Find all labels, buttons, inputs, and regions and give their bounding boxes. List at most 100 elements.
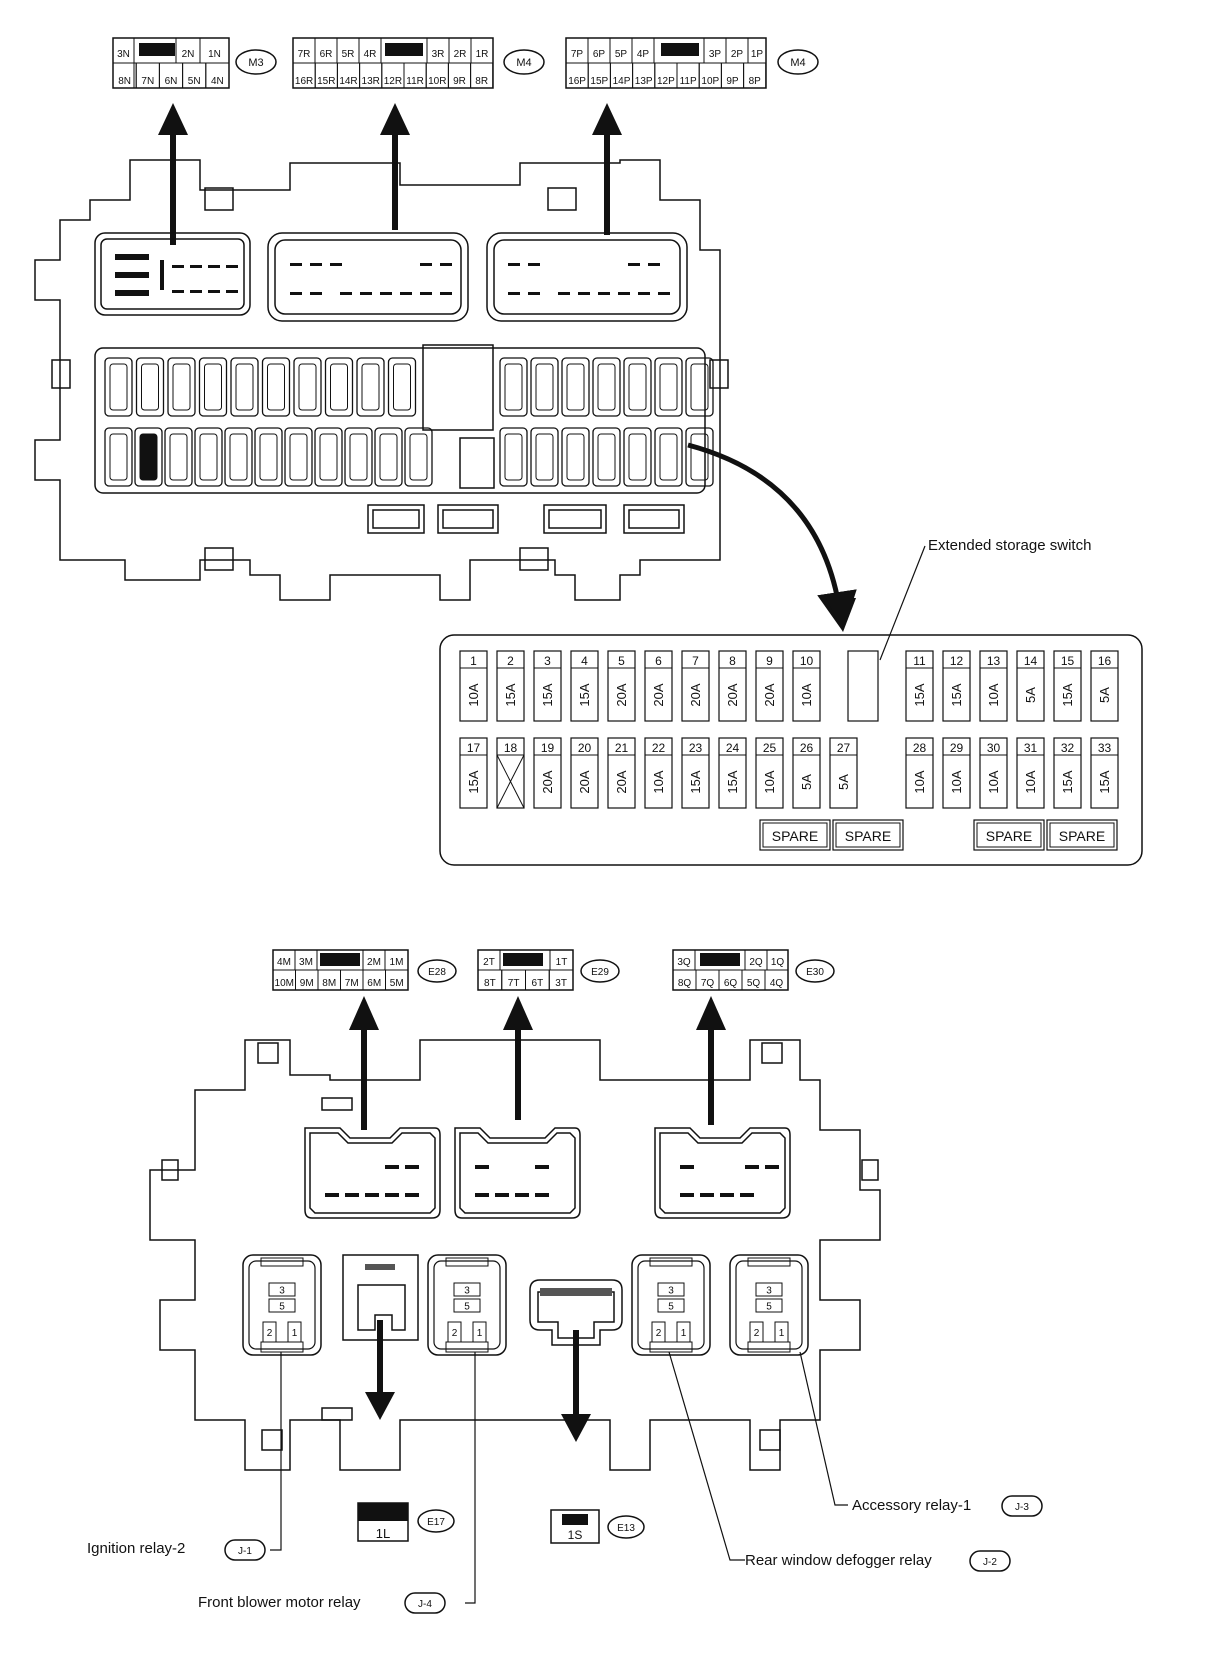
fuse-number: 33 [1098,741,1112,755]
pin-label: 9M [300,978,314,989]
pin-label: 9P [726,76,739,87]
fuse-number: 1 [470,654,477,668]
fuse-number: 16 [1098,654,1112,668]
pin-label: 11P [680,76,697,87]
pin-label: 5M [390,978,404,989]
fuse-amperage: 10A [651,770,666,793]
pin-label: 11R [406,76,424,87]
connector-id: M4 [516,57,531,69]
pin-label: 8M [322,978,336,989]
connector-pin-slots [115,254,670,296]
relay-label-front-blower: Front blower motor relay J-4 [198,1592,446,1614]
fuse-slots-top [104,357,714,487]
spare-label: SPARE [986,828,1032,844]
fuse-slot [344,427,373,487]
fuse-slot [224,427,253,487]
connector-id: E28 [428,967,446,978]
spare-label: SPARE [772,828,818,844]
arrows-top [158,103,622,245]
fuse-amperage: 20A [614,770,629,793]
fuse-number: 27 [837,741,851,755]
fuse-number: 30 [987,741,1001,755]
terminal-label: 1L [376,1526,390,1541]
relay-pin: 3 [464,1286,470,1297]
relay-code: J-3 [1015,1502,1029,1513]
fuse-number: 21 [615,741,629,755]
arrows-bottom [349,996,726,1130]
fuse-slot [623,357,652,417]
pin-slot [558,292,570,295]
pin-label: 4R [364,49,377,60]
fuse-number: 10 [800,654,814,668]
pin-slot [380,292,392,295]
pin-label: 5Q [747,978,761,989]
fuse-number: 3 [544,654,551,668]
relay-code: J-1 [238,1546,252,1557]
fuse-number: 31 [1024,741,1038,755]
fuse-slot [104,427,133,487]
pin-slot [115,272,149,278]
pin-label: 6N [165,76,178,87]
pin-label: 7P [571,49,584,60]
pin-label: 7N [141,76,154,87]
relay-pin: 2 [656,1328,662,1339]
fuse-number: 8 [729,654,736,668]
fuse-amperage: 20A [540,770,555,793]
pin-label: 3M [299,957,313,968]
fuse-amperage: 10A [762,770,777,793]
pin-slot [340,292,352,295]
connector-id: M4 [790,57,805,69]
pin-label: 12P [657,76,675,87]
fuse-number: 32 [1061,741,1075,755]
fuse-slot [374,427,403,487]
fuse-amperage: 15A [912,683,927,706]
fuse-slot [561,427,590,487]
fuse-amperage: 15A [503,683,518,706]
pin-slot [360,292,372,295]
fuse-number: 20 [578,741,592,755]
fuse-number: 25 [763,741,777,755]
pin-label: 4N [211,76,224,87]
relay-name: Ignition relay-2 [87,1540,185,1557]
terminal-label: 1S [568,1528,583,1542]
pin-slot [528,263,540,266]
pin-slot [190,265,202,268]
pin-slot [680,1193,694,1197]
pin-slot [495,1193,509,1197]
pin-label: 7R [298,49,311,60]
relay-pin: 3 [766,1286,772,1297]
fuse-slot [592,357,621,417]
fuse-amperage: 15A [466,770,481,793]
pin-slot [765,1165,779,1169]
pin-slot [535,1165,549,1169]
relay-pin: 1 [779,1328,785,1339]
fuse-number: 26 [800,741,814,755]
pin-label: 15P [590,76,608,87]
fuse-slot [387,357,417,417]
pin-label: 8R [475,76,488,87]
fuse-slot [530,427,559,487]
fuse-number: 13 [987,654,1001,668]
relay-pin: 3 [668,1286,674,1297]
fuse-number: 9 [766,654,773,668]
relay-label-ignition: Ignition relay-2 J-1 [87,1539,266,1561]
relay-pin: 5 [464,1302,470,1313]
fuse-slot [134,427,163,487]
